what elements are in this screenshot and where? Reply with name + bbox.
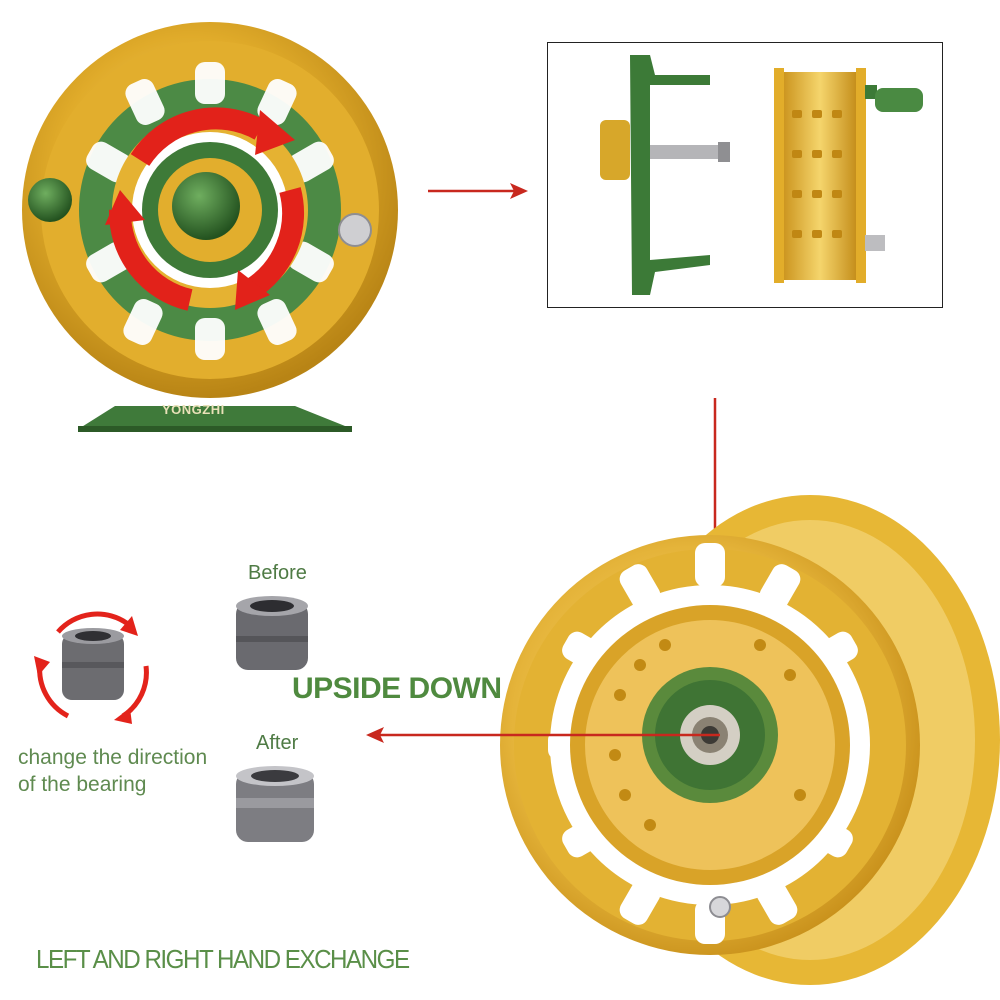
bearing-after-image (236, 766, 314, 842)
fly-reel-front-image (22, 22, 398, 432)
bearing-caption-line2: of the bearing (18, 773, 147, 796)
reel-parts-image (600, 55, 923, 295)
parts-frame (547, 42, 943, 308)
reel-foot (80, 406, 350, 428)
arrow-right-icon (428, 183, 528, 199)
reel-spool-image (500, 495, 1000, 985)
brand-label: YONGZHI (162, 402, 225, 417)
bearing-before-image (236, 596, 308, 670)
handle-knob (28, 178, 72, 222)
before-label: Before (248, 562, 307, 584)
bearing-caption: change the direction of the bearing (18, 744, 207, 798)
arrow-left-icon (366, 727, 720, 743)
after-label: After (256, 732, 299, 754)
footer-caption: LEFT AND RIGHT HAND EXCHANGE (36, 944, 410, 974)
bearing-rotation-image (34, 611, 149, 724)
bearing-caption-line1: change the direction (18, 746, 208, 769)
upside-down-label: UPSIDE DOWN (292, 672, 502, 705)
rotation-arrows (108, 107, 305, 311)
